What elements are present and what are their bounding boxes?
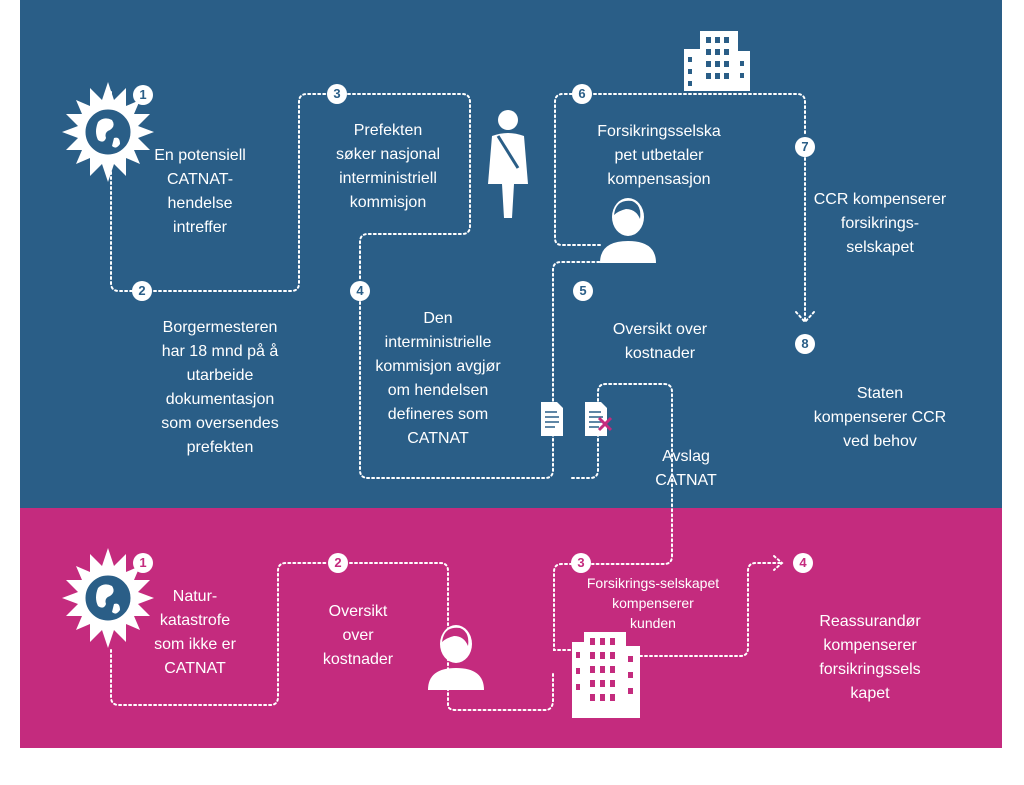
step-8-text: Staten kompenserer CCR ved behov <box>813 385 947 450</box>
catnat-panel <box>20 0 1002 508</box>
building-icon <box>684 31 750 91</box>
step-6-text: Forsikringsselska pet utbetaler kompensa… <box>597 123 721 188</box>
step-number: 5 <box>573 281 593 301</box>
building-icon-bottom <box>572 632 640 718</box>
bottom-step-1-text: Natur- katastrofe som ikke er CATNAT <box>154 588 236 677</box>
official-person-icon <box>488 110 528 218</box>
step-7-text: CCR kompenserer forsikrings- selskapet <box>813 191 947 256</box>
step-number: 8 <box>795 334 815 354</box>
step-4-text: Den interministrielle kommisjon avgjør o… <box>375 310 501 447</box>
step-number: 4 <box>793 553 813 573</box>
step-1-text: En potensiell CATNAT- hendelse intreffer <box>154 147 246 236</box>
step-number: 1 <box>133 553 153 573</box>
step-number: 2 <box>132 281 152 301</box>
rejection-text: Avslag CATNAT <box>655 448 717 489</box>
step-number: 2 <box>328 553 348 573</box>
step-number: 6 <box>572 84 592 104</box>
step-number: 3 <box>327 84 347 104</box>
bottom-step-3-text: Forsikrings-selskapet kompenserer kunden <box>586 575 720 631</box>
step-number: 7 <box>795 137 815 157</box>
step-2-text: Borgermesteren har 18 mnd på å utarbeide… <box>161 319 279 456</box>
step-5-text: Oversikt over kostnader <box>612 321 708 362</box>
document-icon <box>541 402 563 436</box>
non-catnat-panel <box>20 508 1002 748</box>
step-number: 4 <box>350 281 370 301</box>
step-number: 1 <box>133 85 153 105</box>
step-number: 3 <box>571 553 591 573</box>
person-icon-bottom <box>428 625 484 690</box>
bottom-step-2-text: Oversikt over kostnader <box>322 603 394 668</box>
rejected-document-icon <box>585 402 613 436</box>
person-icon <box>600 198 656 263</box>
step-3-text: Prefekten søker nasjonal interministriel… <box>335 122 441 211</box>
bottom-step-4-text: Reassurandør kompenserer forsikringssels… <box>819 613 921 702</box>
